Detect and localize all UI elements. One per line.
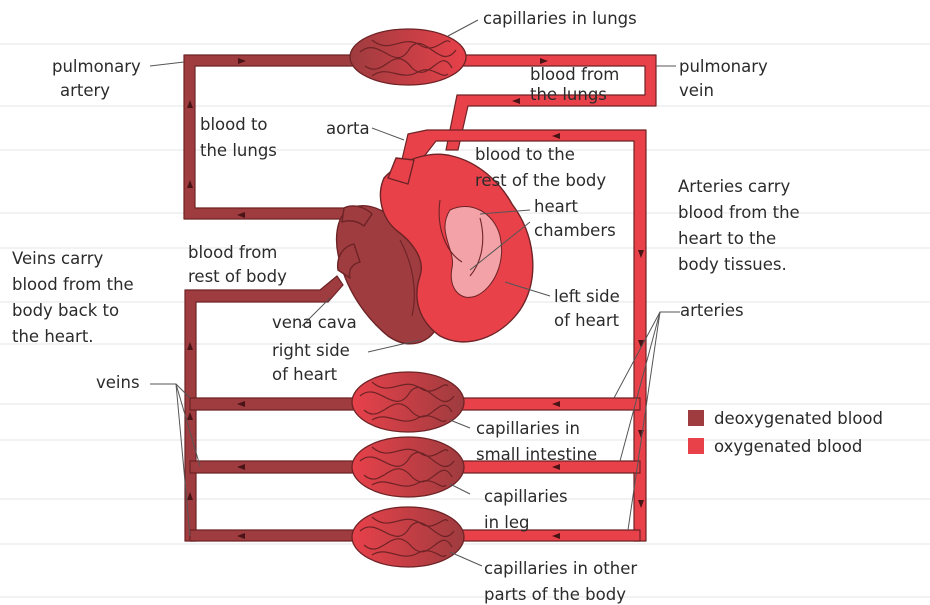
label-heart-chambers-line2: chambers (534, 221, 616, 240)
label-right-side-line1: right side (272, 341, 350, 360)
label-cap-other-line1: capillaries in other (484, 559, 637, 578)
label-arteries: arteries (680, 301, 744, 320)
label-blood-to-body-line1: blood to the (475, 145, 575, 164)
label-cap-intestine-line2: small intestine (476, 445, 597, 464)
label-pulmonary-vein-line2: vein (679, 81, 714, 100)
legend-item-deoxygenated: deoxygenated blood (688, 404, 883, 432)
capillary-bed-lungs (350, 29, 466, 85)
label-veins-carry-line3: body back to (12, 301, 119, 320)
label-blood-from-body-line2: rest of body (188, 267, 287, 286)
label-arteries-carry-line3: heart to the (678, 229, 776, 248)
vein-branch-intestine (190, 398, 365, 410)
label-cap-leg-line2: in leg (484, 513, 530, 532)
capillary-bed-leg (352, 437, 464, 497)
label-blood-to-lungs-line1: blood to (200, 115, 268, 134)
label-veins-carry-line2: blood from the (12, 275, 134, 294)
artery-branch-intestine (455, 398, 640, 410)
legend-item-oxygenated: oxygenated blood (688, 432, 883, 460)
label-heart-chambers-line1: heart (534, 197, 579, 216)
label-pulmonary-vein-line1: pulmonary (679, 57, 768, 76)
label-left-side-line1: left side (554, 287, 620, 306)
label-veins: veins (96, 373, 140, 392)
label-aorta: aorta (326, 119, 370, 138)
label-blood-to-body-line2: rest of the body (475, 171, 606, 190)
label-arteries-carry-line1: Arteries carry (678, 177, 791, 196)
label-cap-leg-line1: capillaries (484, 487, 568, 506)
label-veins-carry-line1: Veins carry (12, 249, 104, 268)
label-vena-cava: vena cava (272, 313, 357, 332)
legend: deoxygenated blood oxygenated blood (688, 404, 883, 460)
label-left-side-line2: of heart (554, 311, 620, 330)
label-blood-from-lungs-line2: the lungs (530, 85, 607, 104)
label-blood-to-lungs-line2: the lungs (200, 141, 277, 160)
vein-branch-leg (190, 461, 365, 473)
artery-branch-other (455, 530, 640, 541)
label-blood-from-lungs-line1: blood from (530, 65, 619, 84)
label-pulmonary-artery-line2: artery (60, 81, 110, 100)
label-pulmonary-artery-line1: pulmonary (52, 57, 141, 76)
label-arteries-carry-line4: body tissues. (678, 255, 787, 274)
label-blood-from-body-line1: blood from (188, 243, 277, 262)
capillary-bed-other (352, 507, 464, 567)
label-capillaries-lungs: capillaries in lungs (483, 9, 637, 28)
deoxygenated-swatch (688, 410, 704, 426)
oxygenated-swatch (688, 438, 704, 454)
label-veins-carry-line4: the heart. (12, 327, 94, 346)
capillary-bed-intestine (352, 372, 464, 432)
label-cap-intestine-line1: capillaries in (476, 419, 580, 438)
vein-branch-other (190, 530, 365, 541)
label-cap-other-line2: parts of the body (484, 585, 626, 604)
legend-deoxygenated-label: deoxygenated blood (714, 409, 883, 428)
label-right-side-line2: of heart (272, 365, 338, 384)
legend-oxygenated-label: oxygenated blood (714, 437, 862, 456)
label-arteries-carry-line2: blood from the (678, 203, 800, 222)
